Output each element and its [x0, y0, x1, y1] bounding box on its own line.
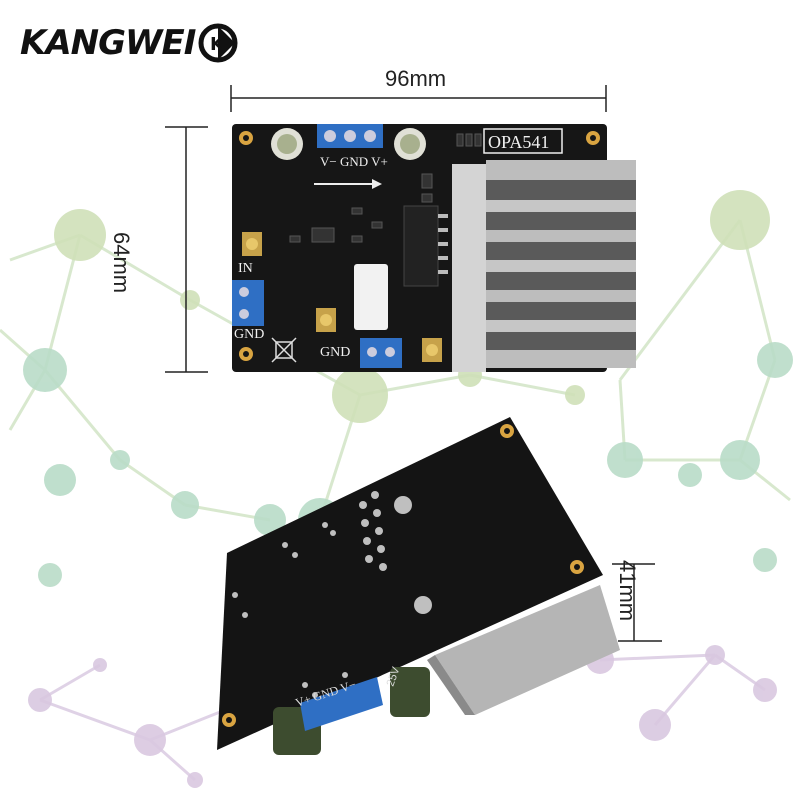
input-silk-label: IN	[238, 261, 253, 276]
board-bottom-view: V+ GND V− 25V	[217, 417, 620, 755]
height-dimension-label: 64mm	[109, 232, 134, 294]
sma-connector-input	[242, 232, 262, 256]
weee-bin-icon	[271, 337, 297, 363]
heatsink	[452, 160, 636, 372]
gnd-silk-label-bottom: GND	[320, 345, 350, 360]
solder-pads	[232, 491, 432, 698]
board-top-view: V− GND V+ OPA541 IN GND GND	[232, 124, 636, 372]
sma-connector-output	[422, 338, 442, 362]
power-silk-label: V− GND V+	[320, 154, 388, 169]
heatsink-bottom	[435, 585, 620, 715]
pcb-bottom	[217, 417, 603, 750]
power-terminal-block	[317, 124, 383, 148]
opamp-chip	[403, 205, 448, 287]
electrolytic-capacitor-right	[394, 128, 426, 160]
width-dimension-label: 96mm	[385, 66, 447, 91]
power-resistor	[354, 264, 388, 330]
chip-label: OPA541	[488, 132, 549, 152]
input-terminal-block	[232, 280, 264, 326]
output-terminal-block	[360, 338, 402, 368]
bottom-terminal-block	[300, 677, 383, 731]
brand-badge-icon: K	[198, 23, 238, 63]
sma-connector-center	[316, 308, 336, 332]
electrolytic-capacitor-left	[271, 128, 303, 160]
brand-logo: KANGWEI K	[20, 22, 239, 64]
brand-badge: K	[210, 34, 225, 55]
gnd-silk-label-left: GND	[234, 327, 264, 342]
brand-name: KANGWEI	[20, 23, 196, 63]
